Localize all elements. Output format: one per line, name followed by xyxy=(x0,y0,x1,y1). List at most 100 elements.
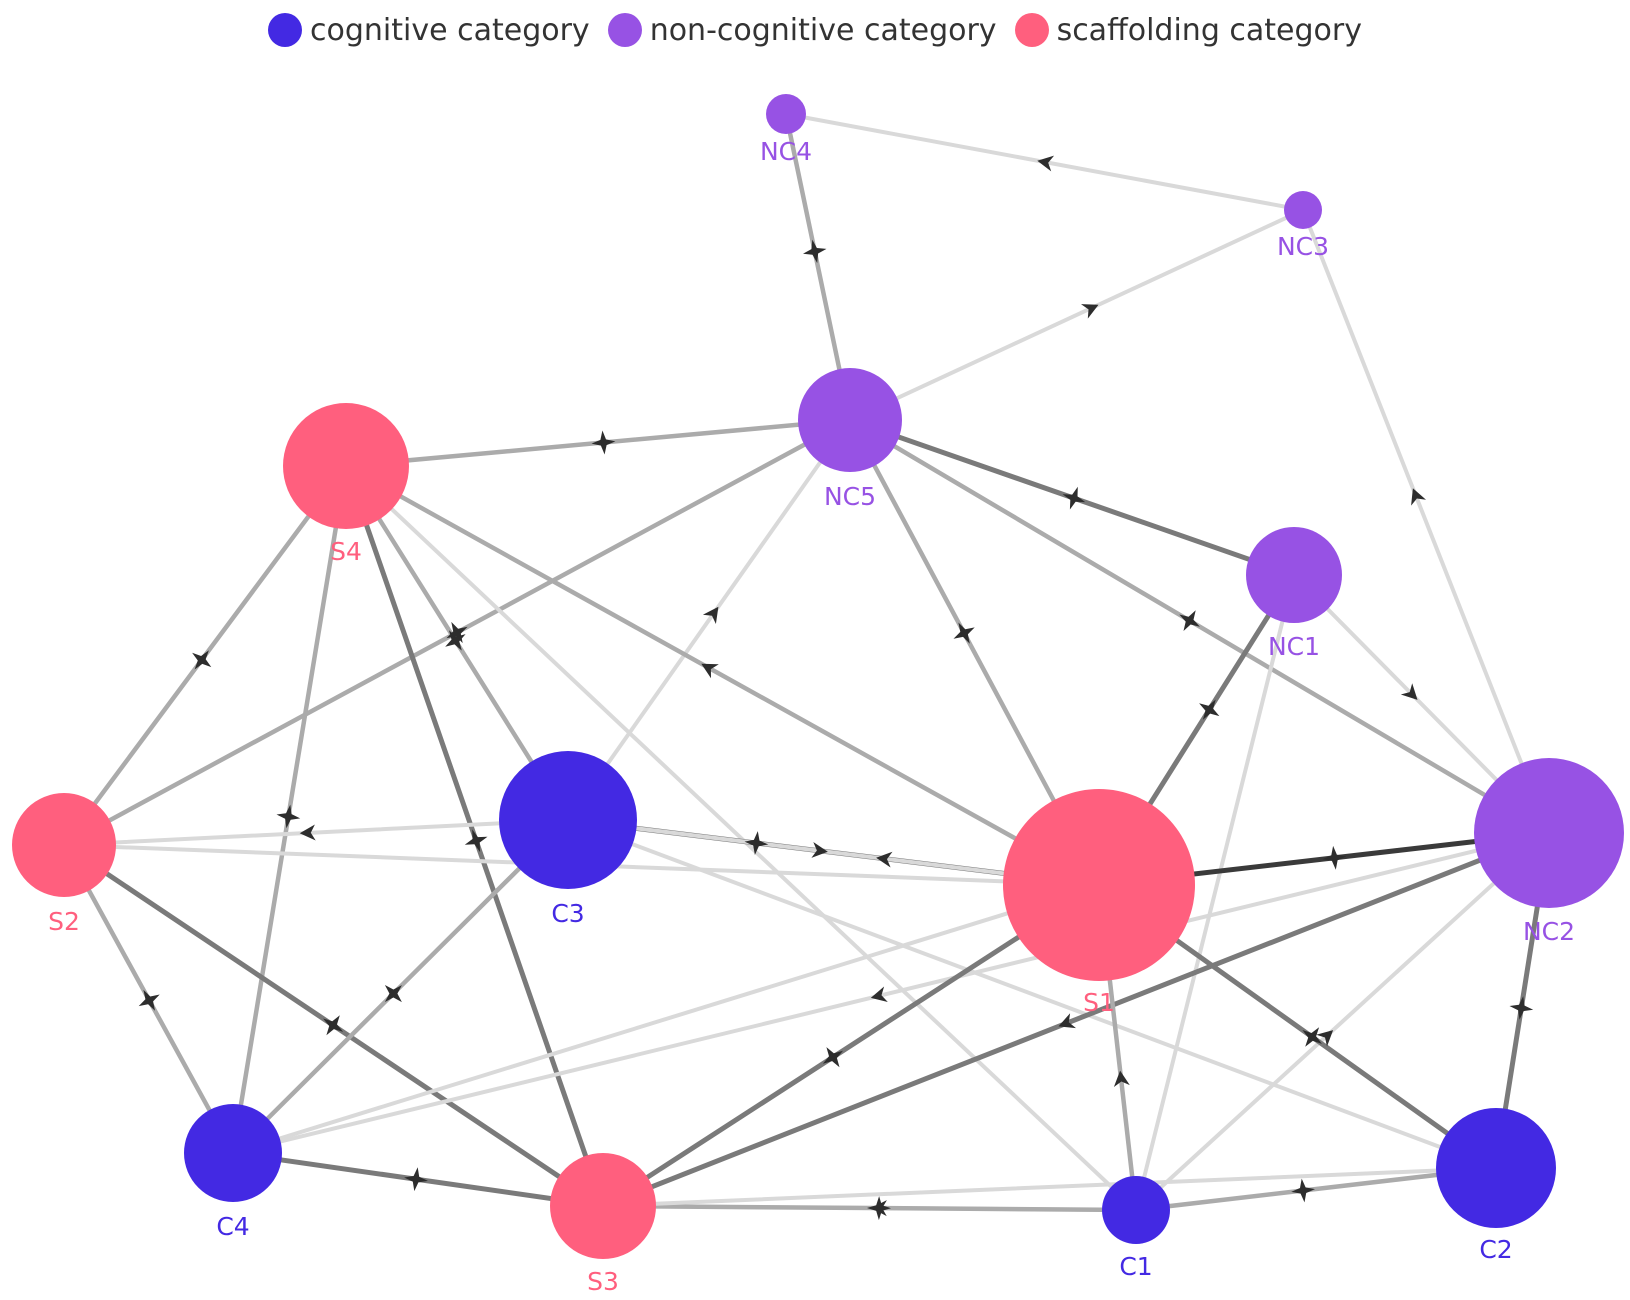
edge-star-marker xyxy=(446,621,468,644)
legend-swatch-cognitive xyxy=(268,13,303,47)
node-label-nc4: NC4 xyxy=(760,137,812,166)
node-label-nc2: NC2 xyxy=(1523,917,1575,946)
node-label-nc3: NC3 xyxy=(1277,232,1329,261)
edge-nc2-nc3 xyxy=(1301,208,1551,835)
edge-s1-s4 xyxy=(343,463,1102,888)
node-c4: C4 xyxy=(184,1104,282,1241)
node-nc1: NC1 xyxy=(1246,527,1342,661)
edge-c3-c2 xyxy=(566,818,1498,1170)
edge-arrow-marker xyxy=(1113,1070,1130,1087)
edge-star-marker xyxy=(1199,699,1220,720)
edge-nc1-c1 xyxy=(1134,573,1296,1212)
node-label-nc5: NC5 xyxy=(824,482,876,511)
edge-c2-c1 xyxy=(1133,1165,1499,1213)
edge-star-marker xyxy=(192,650,212,670)
edge-star-marker xyxy=(822,1047,843,1068)
legend-label-noncognitive: non-cognitive category xyxy=(649,12,997,48)
node-s3: S3 xyxy=(550,1153,656,1296)
node-label-c3: C3 xyxy=(551,899,584,928)
edge-s1-s3 xyxy=(600,882,1102,1209)
edge-c3-s2 xyxy=(62,818,570,847)
node-s4: S4 xyxy=(283,403,409,566)
edge-arrow-marker xyxy=(1058,1013,1076,1029)
node-circle-nc4 xyxy=(766,94,806,134)
edge-star-marker xyxy=(803,239,827,264)
node-circle-nc5 xyxy=(798,368,902,472)
node-s2: S2 xyxy=(12,793,116,936)
edge-star-marker xyxy=(1062,486,1086,510)
edge-arrow-marker xyxy=(1411,488,1426,506)
edge-arrow-marker xyxy=(299,824,316,841)
node-circle-nc2 xyxy=(1474,758,1624,908)
edge-nc5-nc3 xyxy=(848,208,1305,422)
node-label-s1: S1 xyxy=(1083,988,1115,1017)
markers-layer xyxy=(138,155,1534,1221)
node-circle-nc3 xyxy=(1284,191,1322,229)
node-circle-s3 xyxy=(550,1153,656,1259)
node-c2: C2 xyxy=(1436,1108,1556,1264)
node-label-s2: S2 xyxy=(48,907,80,936)
edge-c2-s3 xyxy=(601,1166,1498,1208)
node-circle-nc1 xyxy=(1246,527,1342,623)
node-c1: C1 xyxy=(1102,1176,1170,1281)
edge-arrow-marker xyxy=(1081,304,1099,319)
legend-swatch-scaffolding xyxy=(1014,13,1049,47)
edge-star-marker xyxy=(138,989,160,1011)
node-c3: C3 xyxy=(499,751,637,928)
edge-s1-c4 xyxy=(231,883,1101,1155)
edge-star-marker xyxy=(384,985,402,1003)
edge-c1-nc2 xyxy=(1134,831,1551,1212)
edge-nc2-s3 xyxy=(600,830,1552,1209)
edge-star-marker xyxy=(1509,996,1534,1020)
edge-star-marker xyxy=(1291,1178,1315,1203)
node-circle-s2 xyxy=(12,793,116,897)
node-circle-c1 xyxy=(1102,1176,1170,1244)
node-circle-c4 xyxy=(184,1104,282,1202)
node-s1: S1 xyxy=(1003,789,1195,1017)
node-circle-c3 xyxy=(499,751,637,889)
node-label-c2: C2 xyxy=(1479,1235,1512,1264)
legend: cognitive category non-cognitive categor… xyxy=(0,6,1630,54)
edge-s4-c1 xyxy=(344,464,1138,1212)
node-circle-s4 xyxy=(283,403,409,529)
edge-star-marker xyxy=(591,430,616,455)
node-label-c4: C4 xyxy=(216,1212,249,1241)
edge-nc2-c4 xyxy=(231,831,1551,1155)
node-circle-s1 xyxy=(1003,789,1195,981)
node-circle-c2 xyxy=(1436,1108,1556,1228)
edge-arrow-marker xyxy=(811,842,828,858)
edges-layer xyxy=(61,111,1552,1213)
edge-nc4-nc5 xyxy=(783,111,853,423)
edge-arrow-marker xyxy=(1400,683,1418,700)
node-nc4: NC4 xyxy=(760,94,812,166)
node-nc5: NC5 xyxy=(798,368,902,511)
edge-arrow-marker xyxy=(1037,155,1055,172)
edge-star-marker xyxy=(744,831,769,855)
edge-star-marker xyxy=(1322,845,1347,870)
edge-c3-nc5 xyxy=(566,418,852,822)
node-label-s4: S4 xyxy=(330,537,362,566)
edge-arrow-marker xyxy=(876,851,893,868)
edge-star-marker xyxy=(1179,610,1200,631)
edge-arrow-marker xyxy=(701,663,719,679)
legend-item-noncognitive: non-cognitive category xyxy=(607,12,997,48)
legend-label-scaffolding: scaffolding category xyxy=(1056,12,1362,48)
edge-star-marker xyxy=(464,829,488,853)
edge-star-marker xyxy=(276,804,301,829)
node-label-nc1: NC1 xyxy=(1268,632,1320,661)
edge-arrow-marker xyxy=(702,606,719,624)
legend-swatch-noncognitive xyxy=(607,13,642,47)
legend-item-cognitive: cognitive category xyxy=(268,13,590,48)
legend-label-cognitive: cognitive category xyxy=(310,12,590,48)
edge-arrow-marker xyxy=(870,986,888,1002)
node-nc3: NC3 xyxy=(1277,191,1329,261)
node-nc2: NC2 xyxy=(1474,758,1624,946)
edge-star-marker xyxy=(1302,1027,1322,1047)
legend-item-scaffolding: scaffolding category xyxy=(1014,12,1362,48)
edge-arrow-marker xyxy=(1316,1030,1334,1047)
node-label-c1: C1 xyxy=(1119,1252,1152,1281)
node-label-s3: S3 xyxy=(587,1267,619,1296)
